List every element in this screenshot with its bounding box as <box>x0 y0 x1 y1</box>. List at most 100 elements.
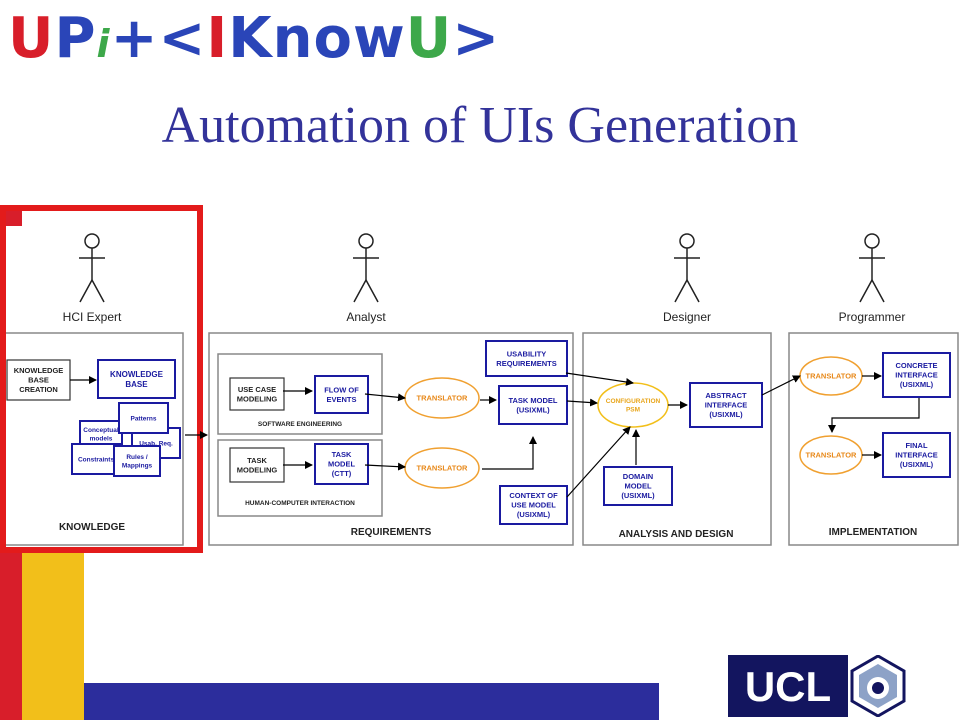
concrete-interface-line-1: INTERFACE <box>895 371 938 380</box>
actor-hci-expert-label: HCI Expert <box>63 310 122 324</box>
concrete-interface-line-0: CONCRETE <box>895 361 937 370</box>
logo-part-1: P <box>54 6 97 71</box>
task-model-ctt-line-0: TASK <box>332 450 352 459</box>
logo-part-7: > <box>452 6 501 71</box>
decorative-bars <box>0 206 659 720</box>
flow-of-events-line-0: FLOW OF <box>324 385 359 394</box>
task-model-ctt-line-2: (CTT) <box>332 469 352 478</box>
context-of-use-line-1: USE MODEL <box>511 501 556 510</box>
actor-analyst-label: Analyst <box>346 310 386 324</box>
actor-analyst-icon <box>353 233 379 303</box>
domain-model-line-1: MODEL <box>624 482 652 491</box>
highlight-frame <box>0 205 203 553</box>
logo-part-4: I <box>206 6 229 71</box>
configuration-psm-line-1: PSM <box>626 407 640 414</box>
final-interface-line-1: INTERFACE <box>895 451 938 460</box>
kb-creation-line-2: CREATION <box>19 385 58 394</box>
ucl-logo-label: UCL <box>745 663 831 710</box>
implementation-panel <box>788 332 959 546</box>
final-interface-line-2: (USIXML) <box>900 460 934 469</box>
implementation-label: IMPLEMENTATION <box>829 527 918 538</box>
rules-mappings-line-1: Mappings <box>122 463 153 470</box>
task-model-ctt-line-1: MODEL <box>328 460 356 469</box>
rules-mappings-line-0: Rules / <box>126 454 148 461</box>
hci-label: HUMAN-COMPUTER INTERACTION <box>245 500 355 507</box>
translator-2-ellipse: TRANSLATOR <box>404 447 480 489</box>
abstract-interface-line-1: INTERFACE <box>705 401 748 410</box>
translator-4-ellipse: TRANSLATOR <box>799 435 863 475</box>
knowledge-base-line-1: BASE <box>125 380 148 389</box>
task-model-usixml-line-1: (USIXML) <box>516 405 550 414</box>
final-interface-line-0: FINAL <box>905 441 927 450</box>
patterns-box: Patterns <box>118 402 169 434</box>
analysis-panel <box>582 332 772 546</box>
translator-4-line-0: TRANSLATOR <box>806 451 858 460</box>
translator-1-line-0: TRANSLATOR <box>417 394 469 403</box>
section-panels <box>4 332 959 546</box>
ucl-logo: UCL <box>728 655 906 717</box>
kb-creation-line-1: BASE <box>28 376 49 385</box>
constraints-box: Constraints <box>71 443 121 475</box>
abstract-interface-line-0: ABSTRACT <box>705 391 747 400</box>
task-modeling-line-0: TASK <box>247 456 267 465</box>
task-modeling-line-1: MODELING <box>237 465 278 474</box>
conceptual-models-line-1: models <box>90 436 113 443</box>
logo-part-0: U <box>8 6 55 71</box>
domain-model-line-0: DOMAIN <box>623 472 653 481</box>
use-case-modeling-line-0: USE CASE <box>238 385 276 394</box>
usability-requirements-line-1: REQUIREMENTS <box>496 359 556 368</box>
logo-part-2: i <box>96 22 111 66</box>
logo-part-3: +< <box>110 6 207 71</box>
task-model-usixml-line-0: TASK MODEL <box>508 396 557 405</box>
actor-designer-label: Designer <box>663 310 711 324</box>
knowledge-label: KNOWLEDGE <box>59 522 125 533</box>
usability-requirements-line-0: USABILITY <box>507 349 547 358</box>
actor-programmer-label: Programmer <box>839 310 906 324</box>
hci-panel <box>217 439 383 517</box>
logo-part-6: U <box>405 6 453 71</box>
flow-arrows <box>70 372 920 498</box>
translator-3-line-0: TRANSLATOR <box>806 372 858 381</box>
context-of-use-line-0: CONTEXT OF <box>509 491 558 500</box>
rules-mappings-box: Rules / Mappings <box>113 445 161 477</box>
configuration-psm-ellipse: CONFIGURATION PSM <box>597 382 669 428</box>
software-engineering-label: SOFTWARE ENGINEERING <box>258 421 342 428</box>
slide-title: Automation of UIs Generation <box>161 97 799 154</box>
configuration-psm-line-0: CONFIGURATION <box>606 398 661 405</box>
conceptual-models-line-0: Conceptual <box>83 427 119 434</box>
actor-programmer-icon <box>859 233 885 303</box>
ucl-emblem-icon <box>850 655 906 717</box>
task-model-usixml-box: TASK MODEL(USIXML) <box>498 385 568 425</box>
abstract-interface-line-2: (USIXML) <box>709 410 743 419</box>
ucl-logo-block <box>728 655 848 717</box>
analysis-label: ANALYSIS AND DESIGN <box>619 529 734 540</box>
context-of-use-line-2: (USIXML) <box>517 510 551 519</box>
usab-req-line-0: Usab. Req. <box>139 440 173 447</box>
kb-creation-line-0: KNOWLEDGE <box>14 366 64 375</box>
translator-2-line-0: TRANSLATOR <box>417 464 469 473</box>
translator-3-ellipse: TRANSLATOR <box>799 356 863 396</box>
patterns-line-0: Patterns <box>130 415 156 422</box>
use-case-modeling-line-1: MODELING <box>237 394 278 403</box>
logo-part-5: Know <box>228 6 406 71</box>
actor-hci-expert-icon <box>79 233 105 303</box>
upi-iknowu-logo: UPi +<IKnowU> <box>8 0 500 78</box>
translator-1-ellipse: TRANSLATOR <box>404 377 480 419</box>
requirements-panel <box>208 332 574 546</box>
domain-model-line-2: (USIXML) <box>621 491 655 500</box>
requirements-label: REQUIREMENTS <box>351 527 432 538</box>
actor-designer-icon <box>674 233 700 303</box>
